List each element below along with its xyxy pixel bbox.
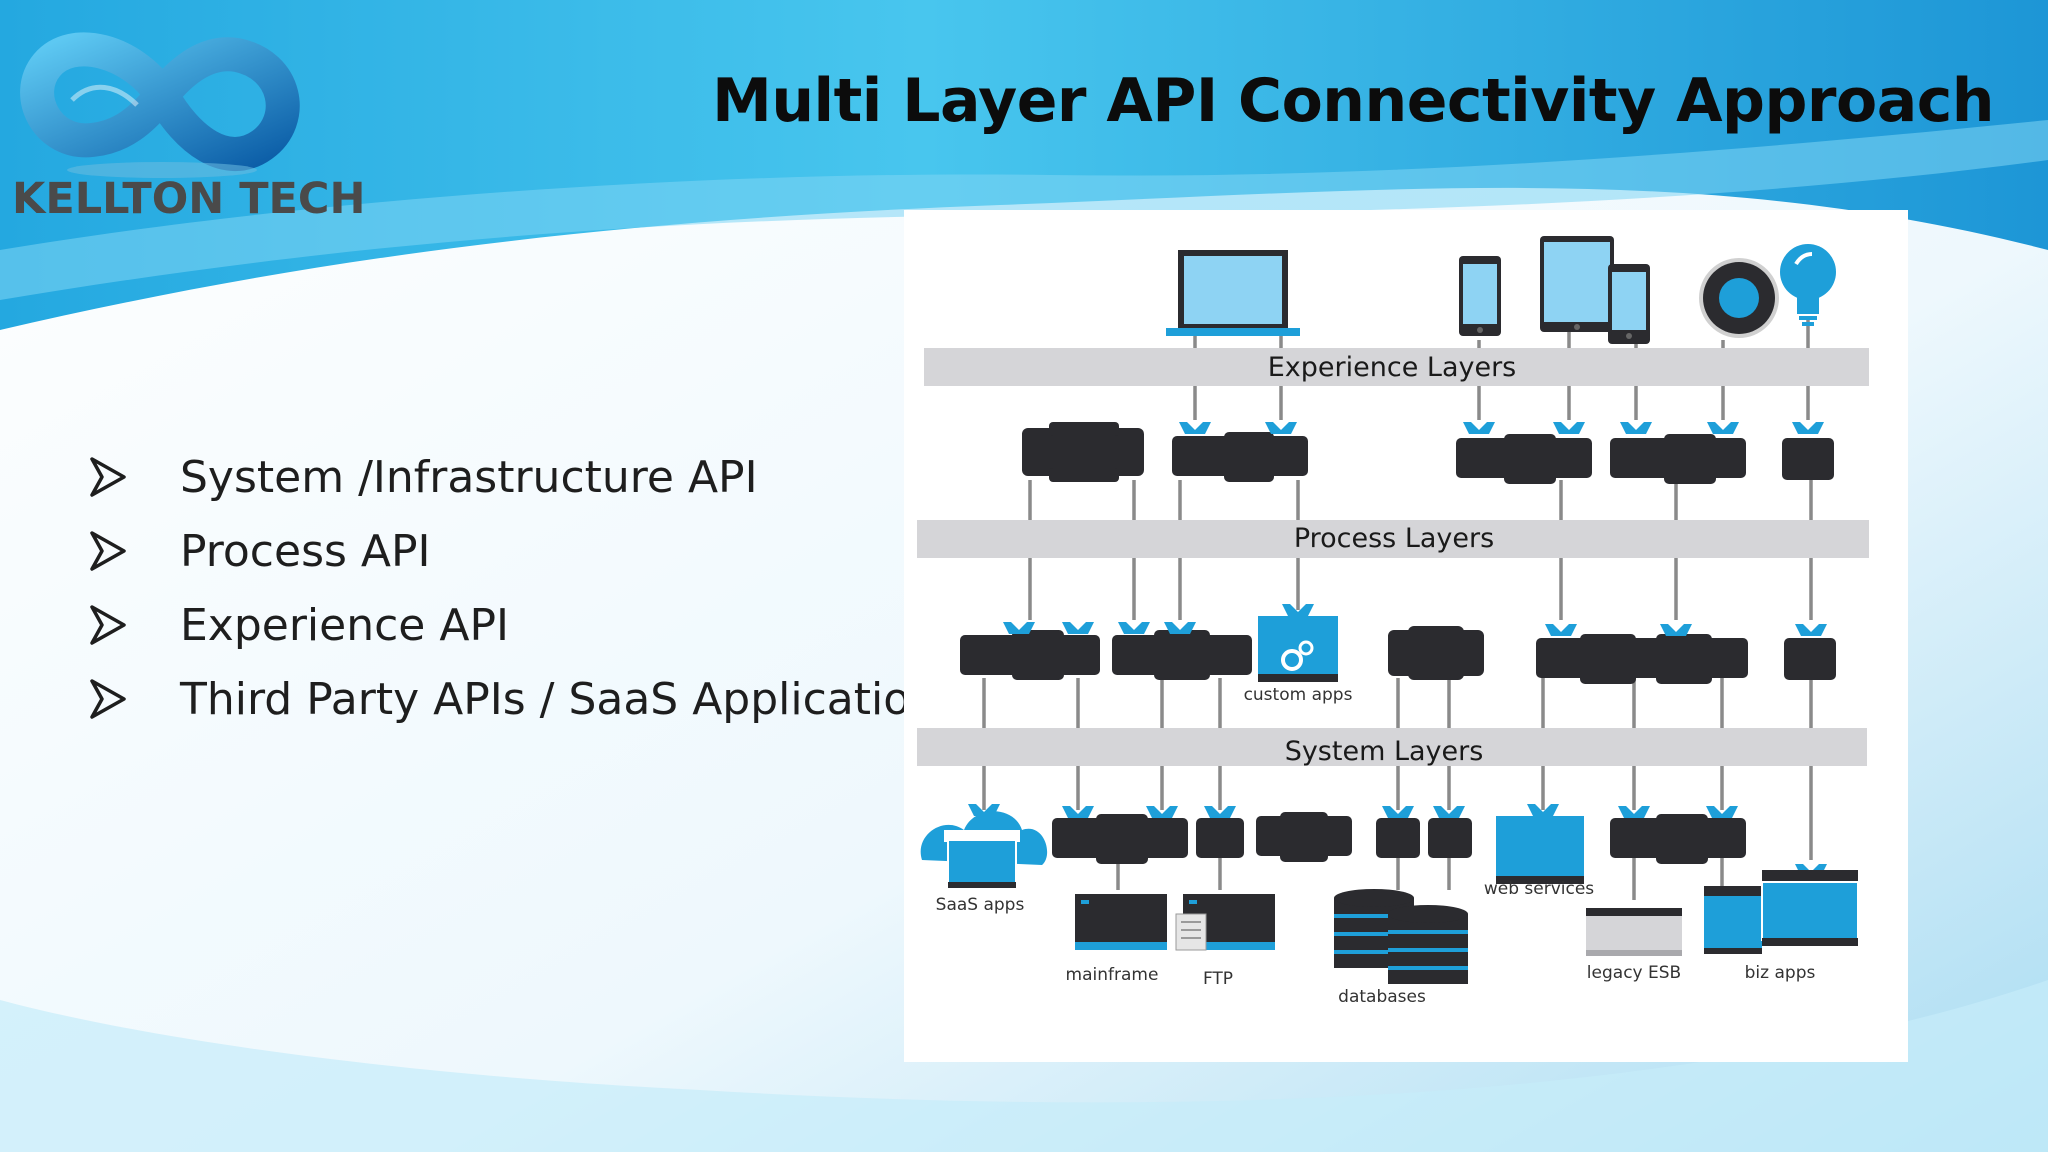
arrowhead-bullet-icon (90, 605, 126, 645)
bullet-item: Process API (90, 514, 961, 588)
experience-layer-label: Experience Layers (1268, 352, 1517, 383)
process-nodes (960, 626, 1836, 684)
api-layer-diagram: Experience Layers Process Layers System … (904, 210, 1908, 1062)
ftp-caption: FTP (1203, 969, 1233, 989)
custom-apps-caption: custom apps (1244, 685, 1353, 705)
light-bulb-icon (1780, 244, 1836, 326)
bullet-item: Third Party APIs / SaaS Applications (90, 662, 961, 736)
web-services-icon (1496, 804, 1584, 884)
brand-name: KELLTON TECH (12, 174, 366, 224)
infinity-logo-icon (20, 32, 300, 178)
laptop-icon (1166, 250, 1300, 336)
legacy-esb-caption: legacy ESB (1587, 963, 1681, 983)
bullet-text: Experience API (180, 599, 509, 651)
experience-connectors (1179, 422, 1824, 434)
small-phone-icon (1608, 264, 1650, 344)
bullet-item: Experience API (90, 588, 961, 662)
biz-apps-icon (1704, 864, 1859, 954)
experience-nodes (1022, 422, 1834, 484)
legacy-esb-icon (1586, 908, 1682, 956)
page-title: Multi Layer API Connectivity Approach (712, 66, 1994, 136)
arrowhead-bullet-icon (90, 679, 126, 719)
mainframe-caption: mainframe (1066, 965, 1159, 985)
mainframe-icon (1075, 894, 1167, 950)
bullet-item: System /Infrastructure API (90, 440, 961, 514)
bullet-list: System /Infrastructure API Process API E… (90, 440, 961, 736)
tablet-icon (1540, 236, 1614, 332)
smart-thermostat-icon (1699, 258, 1779, 338)
saas-cloud-icon (920, 804, 1048, 888)
bullet-text: Third Party APIs / SaaS Applications (180, 673, 961, 725)
system-layer-label: System Layers (1285, 736, 1484, 767)
arrowhead-bullet-icon (90, 531, 126, 571)
bullet-text: Process API (180, 525, 431, 577)
process-layer-label: Process Layers (1294, 523, 1494, 554)
bullet-text: System /Infrastructure API (180, 451, 758, 503)
system-nodes (1052, 812, 1746, 864)
database-stack-icon (1334, 889, 1468, 984)
custom-apps-icon (1258, 604, 1338, 682)
experience-layer-band: Experience Layers (924, 348, 1869, 386)
saas-apps-caption: SaaS apps (936, 895, 1025, 915)
system-layer-band: System Layers (917, 728, 1867, 767)
smartphone-icon (1459, 256, 1501, 336)
connector-lines (982, 320, 1813, 900)
arrowhead-bullet-icon (90, 457, 126, 497)
biz-apps-caption: biz apps (1745, 963, 1816, 983)
ftp-server-icon (1175, 894, 1275, 951)
databases-caption: databases (1338, 987, 1426, 1007)
process-layer-band: Process Layers (917, 520, 1869, 558)
web-services-caption: web services (1484, 879, 1594, 899)
